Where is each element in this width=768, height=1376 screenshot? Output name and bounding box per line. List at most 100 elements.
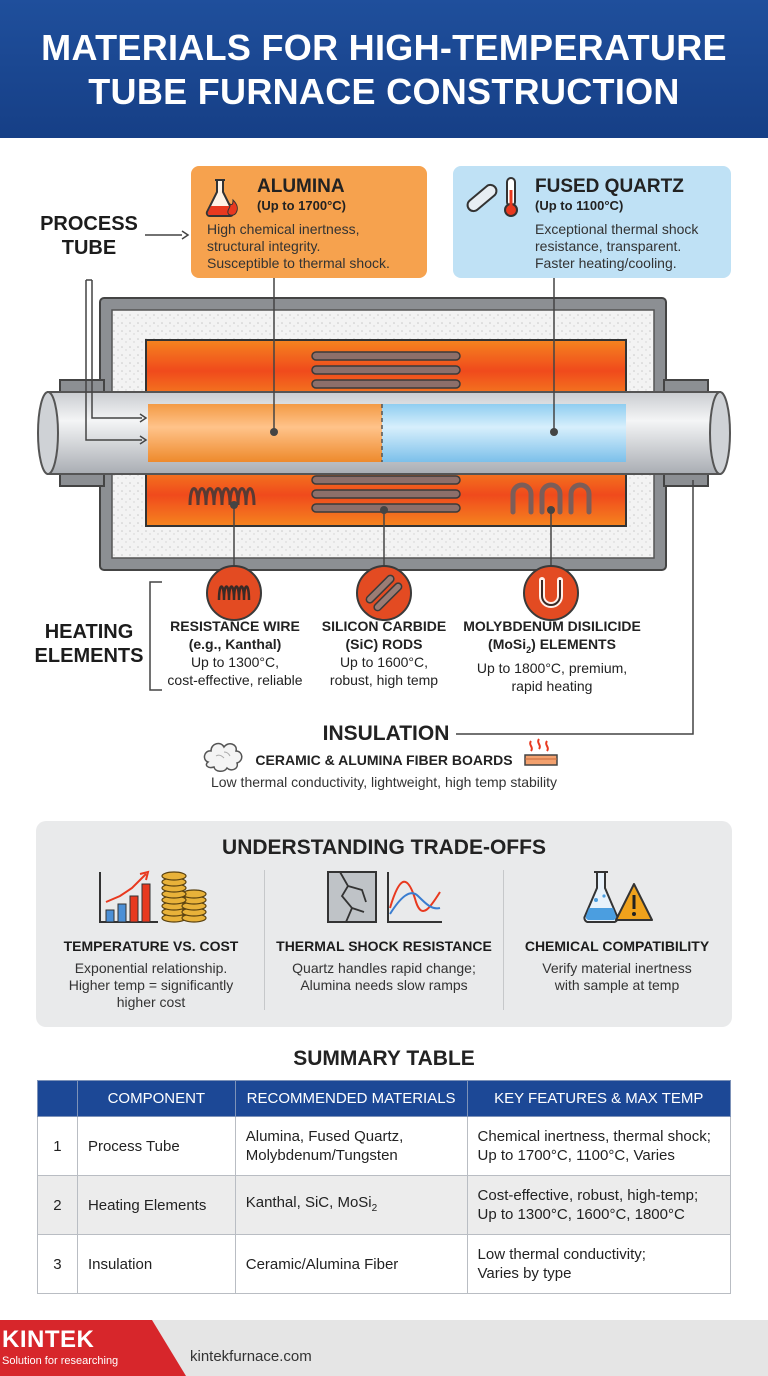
resistance-wire-icon: [206, 565, 262, 621]
table-row: 2 Heating Elements Kanthal, SiC, MoSi2 C…: [37, 1175, 732, 1235]
row-component: Process Tube: [76, 1116, 236, 1176]
summary-title: SUMMARY TABLE: [293, 1047, 475, 1070]
heating-elements-label: HEATING ELEMENTS: [24, 620, 154, 668]
row-features: Chemical inertness, thermal shock;Up to …: [466, 1116, 732, 1176]
resistance-wire-label: RESISTANCE WIRE (e.g., Kanthal) Up to 13…: [152, 617, 318, 689]
resistance-wire-desc1: Up to 1300°C,: [190, 654, 280, 670]
lower-sic-rods: [311, 475, 461, 513]
alumina-desc1: High chemical inertness,: [207, 221, 360, 237]
sic-rod-icon: [356, 565, 412, 621]
mosi2-subtitle: (MoSi2) ELEMENTS: [488, 636, 616, 655]
tube-thermometer-icon: [466, 177, 518, 217]
table-header-cell: [37, 1080, 78, 1117]
tradeoff-thermal-shock-title: THERMAL SHOCK RESISTANCE: [276, 938, 492, 954]
resistance-wire-title: RESISTANCE WIRE: [170, 618, 300, 634]
fiber-cotton-icon: [203, 742, 243, 772]
quartz-card: FUSED QUARTZ (Up to 1100°C) Exceptional …: [453, 166, 731, 278]
table-header-cell: KEY FEATURES & MAX TEMP: [466, 1080, 732, 1117]
quartz-desc3: Faster heating/cooling.: [535, 255, 677, 271]
summary-table: COMPONENT RECOMMENDED MATERIALS KEY FEAT…: [37, 1080, 732, 1294]
quartz-pointer-dot: [550, 428, 558, 436]
divider: [503, 870, 504, 1010]
row-materials: Ceramic/Alumina Fiber: [234, 1234, 468, 1294]
tradeoff-chemical-title: CHEMICAL COMPATIBILITY: [524, 938, 710, 954]
tradeoff-thermal-shock-desc1: Quartz handles rapid change;: [292, 960, 476, 976]
alumina-subtitle: (Up to 1700°C): [257, 198, 346, 213]
insulation-title: INSULATION: [322, 722, 450, 745]
alumina-card: ALUMINA (Up to 1700°C) High chemical ine…: [191, 166, 427, 278]
cracked-material-graph-icon: [327, 871, 442, 923]
table-header-row: COMPONENT RECOMMENDED MATERIALS KEY FEAT…: [37, 1080, 732, 1117]
flask-flame-icon: [205, 179, 238, 217]
resistance-wire-desc2: cost-effective, reliable: [167, 672, 303, 688]
tradeoff-temp-cost-desc1: Exponential relationship.: [74, 960, 228, 976]
row-number: 1: [37, 1116, 78, 1176]
quartz-section: [382, 404, 626, 462]
tradeoff-temp-cost-desc2: Higher temp = significantly: [68, 977, 234, 993]
table-header-cell: COMPONENT: [76, 1080, 236, 1117]
furnace-diagram: [37, 230, 731, 735]
cost-chart-icon: [99, 870, 207, 923]
sic-label: SILICON CARBIDE (SiC) RODS Up to 1600°C,…: [314, 617, 454, 689]
tradeoffs-title: UNDERSTANDING TRADE-OFFS: [222, 836, 546, 859]
row-number: 2: [37, 1175, 78, 1235]
row-component: Heating Elements: [76, 1175, 236, 1235]
table-row: 1 Process Tube Alumina, Fused Quartz,Mol…: [37, 1116, 732, 1176]
quartz-desc2: resistance, transparent.: [535, 238, 682, 254]
table-row: 3 Insulation Ceramic/Alumina Fiber Low t…: [37, 1234, 732, 1294]
process-tube-label-line2: TUBE: [61, 237, 117, 259]
sic-desc1: Up to 1600°C,: [339, 654, 429, 670]
flask-warning-icon: [583, 871, 653, 924]
upper-sic-rods: [311, 351, 461, 389]
quartz-title: FUSED QUARTZ: [535, 176, 684, 197]
mosi2-desc2: rapid heating: [511, 677, 593, 694]
insulation-subtitle: CERAMIC & ALUMINA FIBER BOARDS: [255, 752, 513, 768]
row-features: Cost-effective, robust, high-temp;Up to …: [466, 1175, 732, 1235]
process-tube-label-line1: PROCESS: [40, 213, 138, 235]
alumina-title: ALUMINA: [257, 176, 345, 197]
row-materials: Alumina, Fused Quartz,Molybdenum/Tungste…: [234, 1116, 468, 1176]
tradeoff-temp-cost-desc: Exponential relationship. Higher temp = …: [40, 960, 262, 1011]
alumina-pointer-dot: [270, 428, 278, 436]
brand-tagline: Solution for researching: [2, 1355, 119, 1367]
divider: [264, 870, 265, 1010]
tradeoff-thermal-shock-desc: Quartz handles rapid change; Alumina nee…: [266, 960, 502, 994]
sic-desc2: robust, high temp: [329, 672, 439, 688]
row-component: Insulation: [76, 1234, 236, 1294]
heating-label-line1: HEATING: [44, 621, 134, 643]
sic-title: SILICON CARBIDE: [321, 618, 447, 634]
tradeoffs-panel: [36, 821, 732, 1027]
sic-subtitle: (SiC) RODS: [345, 636, 423, 652]
tradeoff-thermal-shock-desc2: Alumina needs slow ramps: [300, 977, 468, 993]
tube-left-end: [37, 391, 59, 475]
alumina-section: [148, 404, 382, 462]
resistance-wire-subtitle: (e.g., Kanthal): [188, 636, 282, 652]
brand-logo: KINTEK: [2, 1326, 95, 1353]
row-materials: Kanthal, SiC, MoSi2: [234, 1175, 468, 1235]
process-tube-label: PROCESS TUBE: [30, 212, 148, 260]
mosi2-u-elements: [510, 482, 592, 515]
row-features: Low thermal conductivity;Varies by type: [466, 1234, 732, 1294]
resistance-wire-coil: [188, 487, 256, 506]
page-title-line2: TUBE FURNACE CONSTRUCTION: [88, 71, 680, 112]
header-banner: MATERIALS FOR HIGH-TEMPERATURE TUBE FURN…: [0, 0, 768, 138]
tradeoff-chemical-desc: Verify material inertness with sample at…: [506, 960, 728, 994]
tube-right-end: [709, 391, 731, 475]
alumina-desc2: structural integrity.: [207, 238, 321, 254]
quartz-subtitle: (Up to 1100°C): [535, 198, 624, 213]
mosi2-label: MOLYBDENUM DISILICIDE (MoSi2) ELEMENTS U…: [458, 617, 646, 695]
heat-board-icon: [524, 738, 558, 766]
u-element-icon: [523, 565, 579, 621]
mosi2-title: MOLYBDENUM DISILICIDE: [463, 618, 641, 634]
page-title-line1: MATERIALS FOR HIGH-TEMPERATURE: [41, 27, 727, 68]
footer-url-link[interactable]: kintekfurnace.com: [190, 1348, 312, 1365]
tradeoff-temp-cost-desc3: higher cost: [116, 994, 186, 1010]
table-header-cell: RECOMMENDED MATERIALS: [234, 1080, 468, 1117]
tradeoff-temp-cost-title: TEMPERATURE VS. COST: [63, 938, 239, 954]
mosi2-desc1: Up to 1800°C, premium,: [476, 659, 628, 676]
insulation-desc: Low thermal conductivity, lightweight, h…: [210, 774, 557, 790]
brand-badge: [0, 1320, 186, 1376]
row-number: 3: [37, 1234, 78, 1294]
tradeoff-chemical-desc1: Verify material inertness: [542, 960, 692, 976]
alumina-desc3: Susceptible to thermal shock.: [207, 255, 390, 271]
